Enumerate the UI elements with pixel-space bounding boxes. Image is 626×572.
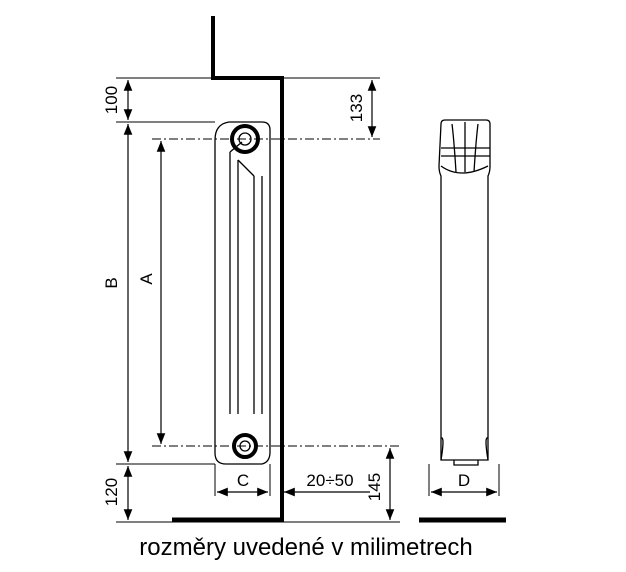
extension-lines (116, 77, 500, 523)
side-shoulder (440, 165, 489, 174)
label-100: 100 (102, 86, 121, 114)
radiator-front-outline (214, 121, 271, 465)
radiator-side-outline (438, 119, 491, 461)
label-b: B (102, 277, 121, 288)
side-rib (451, 123, 457, 173)
label-a: A (137, 273, 156, 285)
radiator-fin-curve (237, 159, 255, 177)
label-wall-gap: 20÷50 (306, 471, 353, 490)
caption: rozměry uvedené v milimetrech (139, 534, 473, 561)
label-145: 145 (365, 473, 384, 501)
radiator-side-view (438, 119, 491, 466)
label-c: C (237, 471, 249, 490)
label-133: 133 (347, 94, 366, 122)
axis-lines (152, 138, 400, 447)
side-foot (485, 437, 489, 461)
wall-and-floor (172, 16, 506, 523)
side-foot (440, 437, 444, 461)
radiator-front-view (214, 121, 271, 465)
wall-outline (211, 16, 284, 522)
side-rib (473, 123, 479, 173)
dimension-lines (123, 80, 497, 520)
side-base (453, 460, 479, 466)
label-120: 120 (102, 478, 121, 506)
label-d: D (458, 471, 470, 490)
